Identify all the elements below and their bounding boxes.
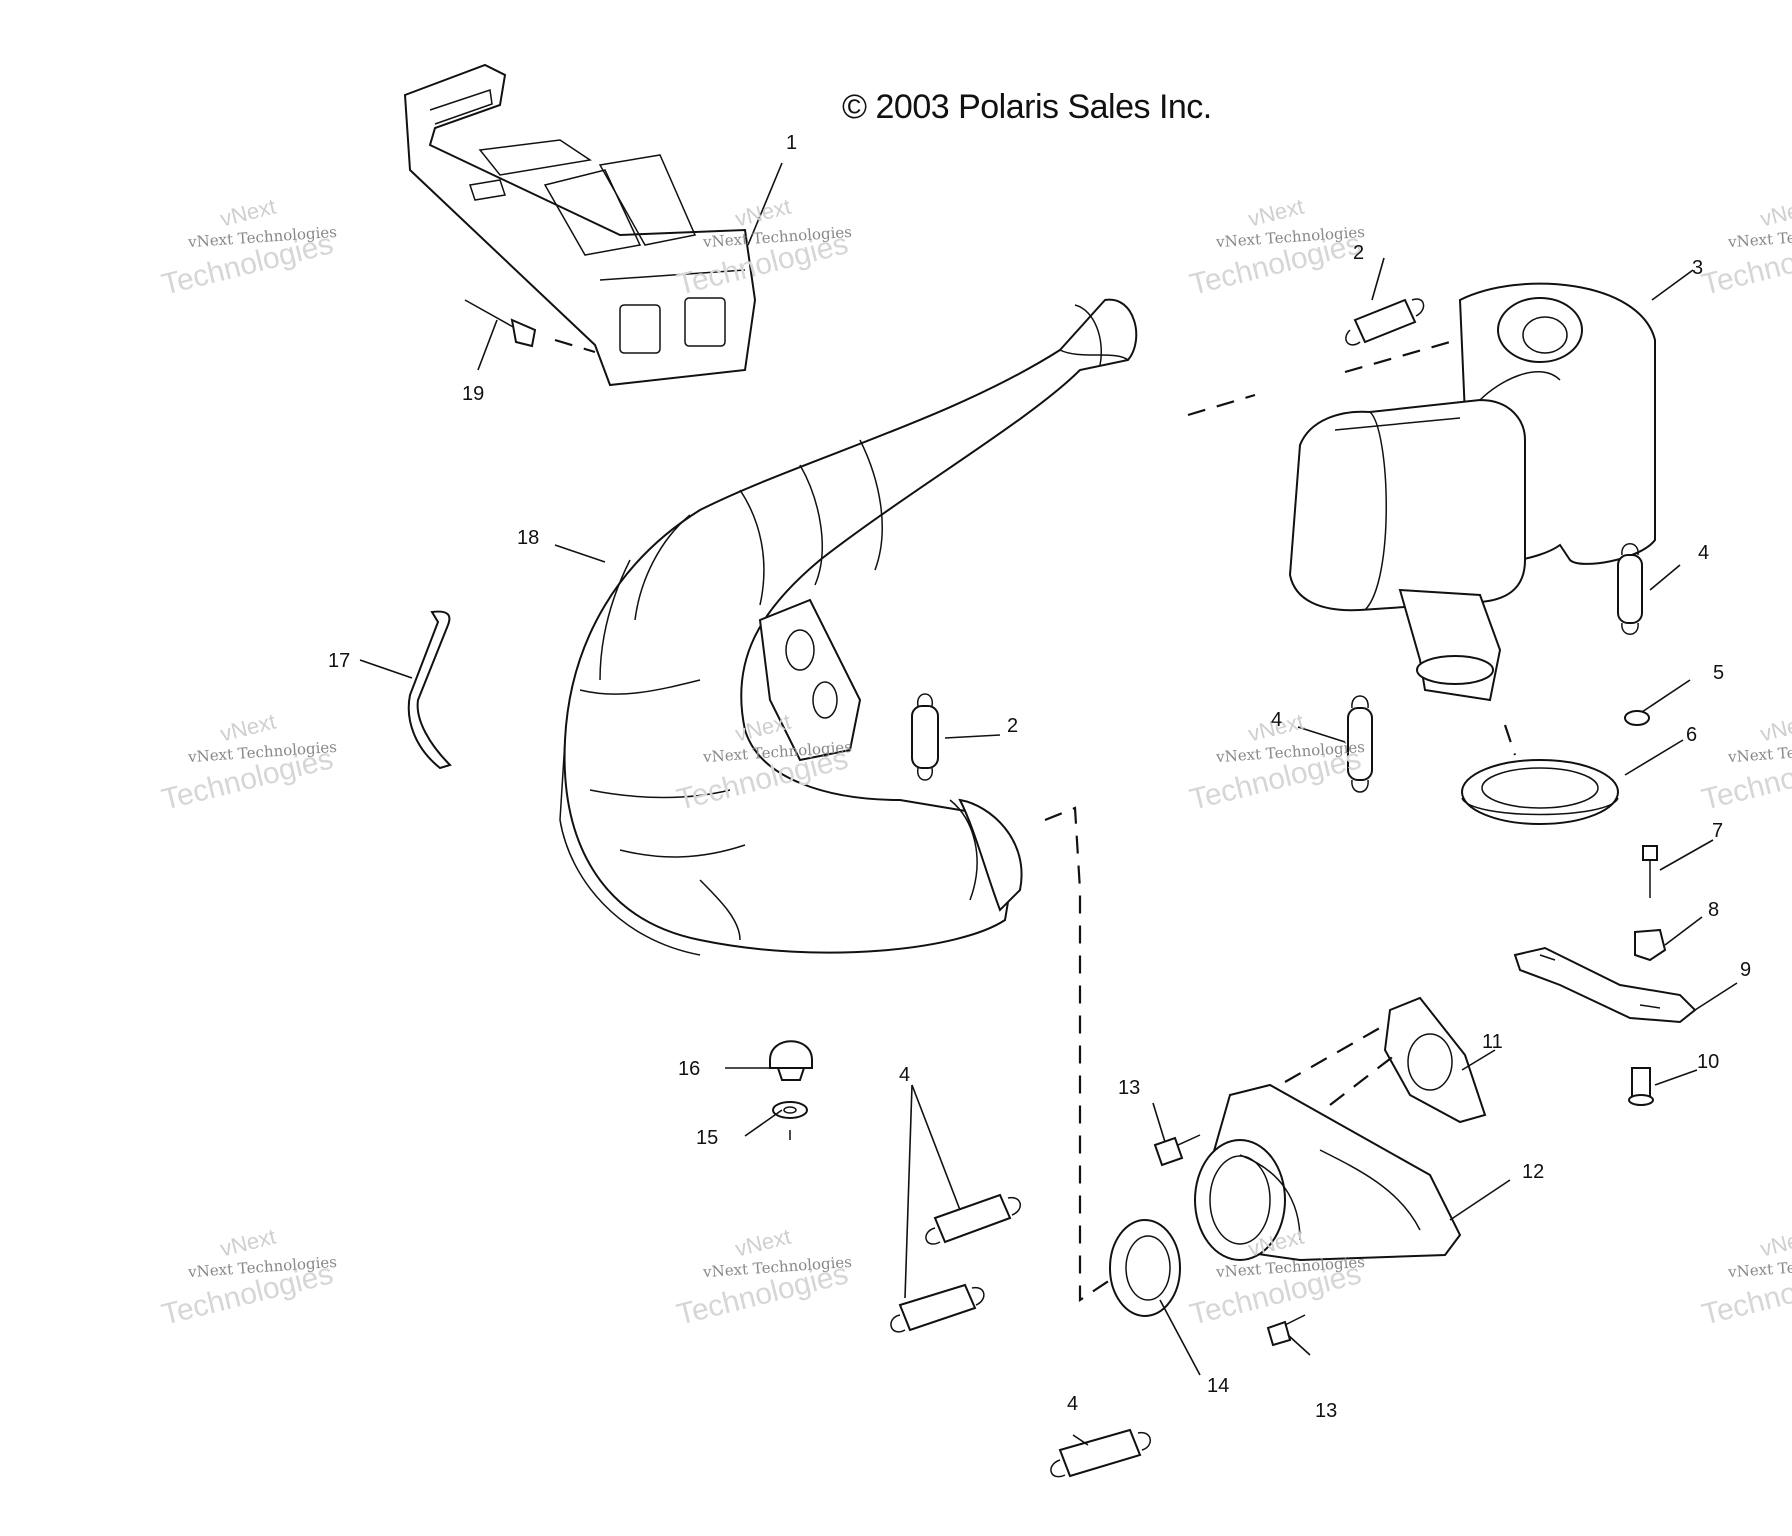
assembly-lines: [1044, 340, 1517, 1303]
callout-4: 4: [1698, 542, 1710, 564]
leader-lines: [359, 162, 1738, 1446]
part-6-gasket: [1461, 759, 1619, 825]
part-16-grommet: [769, 1040, 813, 1081]
callout-18: 18: [517, 527, 540, 549]
callout-17: 17: [328, 650, 351, 672]
callout-2: 2: [1353, 242, 1365, 264]
callout-4: 4: [1067, 1393, 1079, 1415]
callout-8: 8: [1708, 899, 1720, 921]
part-2-spring-middle: [911, 693, 939, 781]
callout-11: 11: [1482, 1031, 1503, 1053]
part-17-strap: [407, 610, 452, 770]
part-10-screw: [1628, 1067, 1654, 1106]
callout-3: 3: [1692, 257, 1704, 279]
part-4-spring-lower-a: [925, 1193, 1021, 1245]
callout-14: 14: [1207, 1375, 1230, 1397]
part-4-spring-center: [1347, 695, 1373, 793]
callout-19: 19: [462, 383, 485, 405]
part-1-mount-bracket: [403, 63, 757, 387]
part-13-bolt-upper: [1153, 1134, 1201, 1167]
part-11-gasket: [1383, 996, 1487, 1124]
callout-2: 2: [1007, 715, 1019, 737]
callout-10: 10: [1697, 1051, 1720, 1073]
part-8-nut: [1634, 928, 1667, 962]
callout-4: 4: [1271, 709, 1283, 731]
callout-13: 13: [1118, 1077, 1141, 1099]
part-9-bracket: [1513, 946, 1697, 1024]
callout-5: 5: [1713, 662, 1725, 684]
part-2-spring-upper: [1345, 298, 1425, 346]
part-4-spring-lower-b: [890, 1283, 985, 1333]
part-19-rivet: [464, 299, 596, 354]
part-7-bolt: [1642, 845, 1658, 898]
part-15-washer: [772, 1101, 808, 1140]
callout-1: 1: [786, 132, 798, 154]
callout-7: 7: [1712, 820, 1724, 842]
part-5-washer: [1624, 710, 1650, 726]
part-4-spring-right: [1617, 543, 1643, 635]
copyright-notice: © 2003 Polaris Sales Inc.: [842, 88, 1212, 126]
callout-6: 6: [1686, 724, 1698, 746]
callout-4: 4: [899, 1064, 911, 1086]
part-4-spring-bottom: [1050, 1428, 1151, 1478]
callout-16: 16: [678, 1058, 701, 1080]
callout-13: 13: [1315, 1400, 1338, 1422]
part-12-manifold: [1194, 1083, 1462, 1262]
part-18-expansion-chamber: [559, 298, 1138, 956]
callout-15: 15: [696, 1127, 719, 1149]
part-3-silencer: [1288, 282, 1656, 702]
part-13-bolt-lower: [1266, 1314, 1306, 1347]
part-14-seal: [1109, 1219, 1181, 1317]
callout-12: 12: [1522, 1161, 1545, 1183]
callout-9: 9: [1740, 959, 1752, 981]
